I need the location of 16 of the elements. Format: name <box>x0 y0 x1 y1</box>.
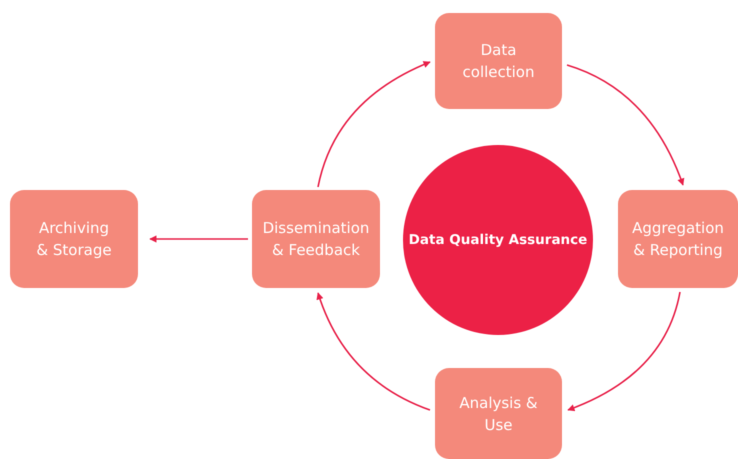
box-label: Aggregation & Reporting <box>631 218 725 261</box>
arrow <box>566 64 684 186</box>
box-label: Archiving & Storage <box>35 218 113 261</box>
process-box <box>618 190 738 288</box>
process-box <box>10 190 138 288</box>
process-box <box>435 368 562 459</box>
box-label: Analysis & Use <box>458 392 538 436</box>
process-box <box>435 13 562 109</box>
box-label: Dissemination & Feedback <box>262 218 370 261</box>
process-box <box>252 190 380 288</box>
box-label: Data collection <box>462 40 536 83</box>
circle-label: Data Quality Assurance <box>408 232 588 248</box>
arrow <box>149 235 248 243</box>
arrow <box>567 292 681 411</box>
arrow <box>317 61 431 188</box>
arrow <box>316 292 430 411</box>
